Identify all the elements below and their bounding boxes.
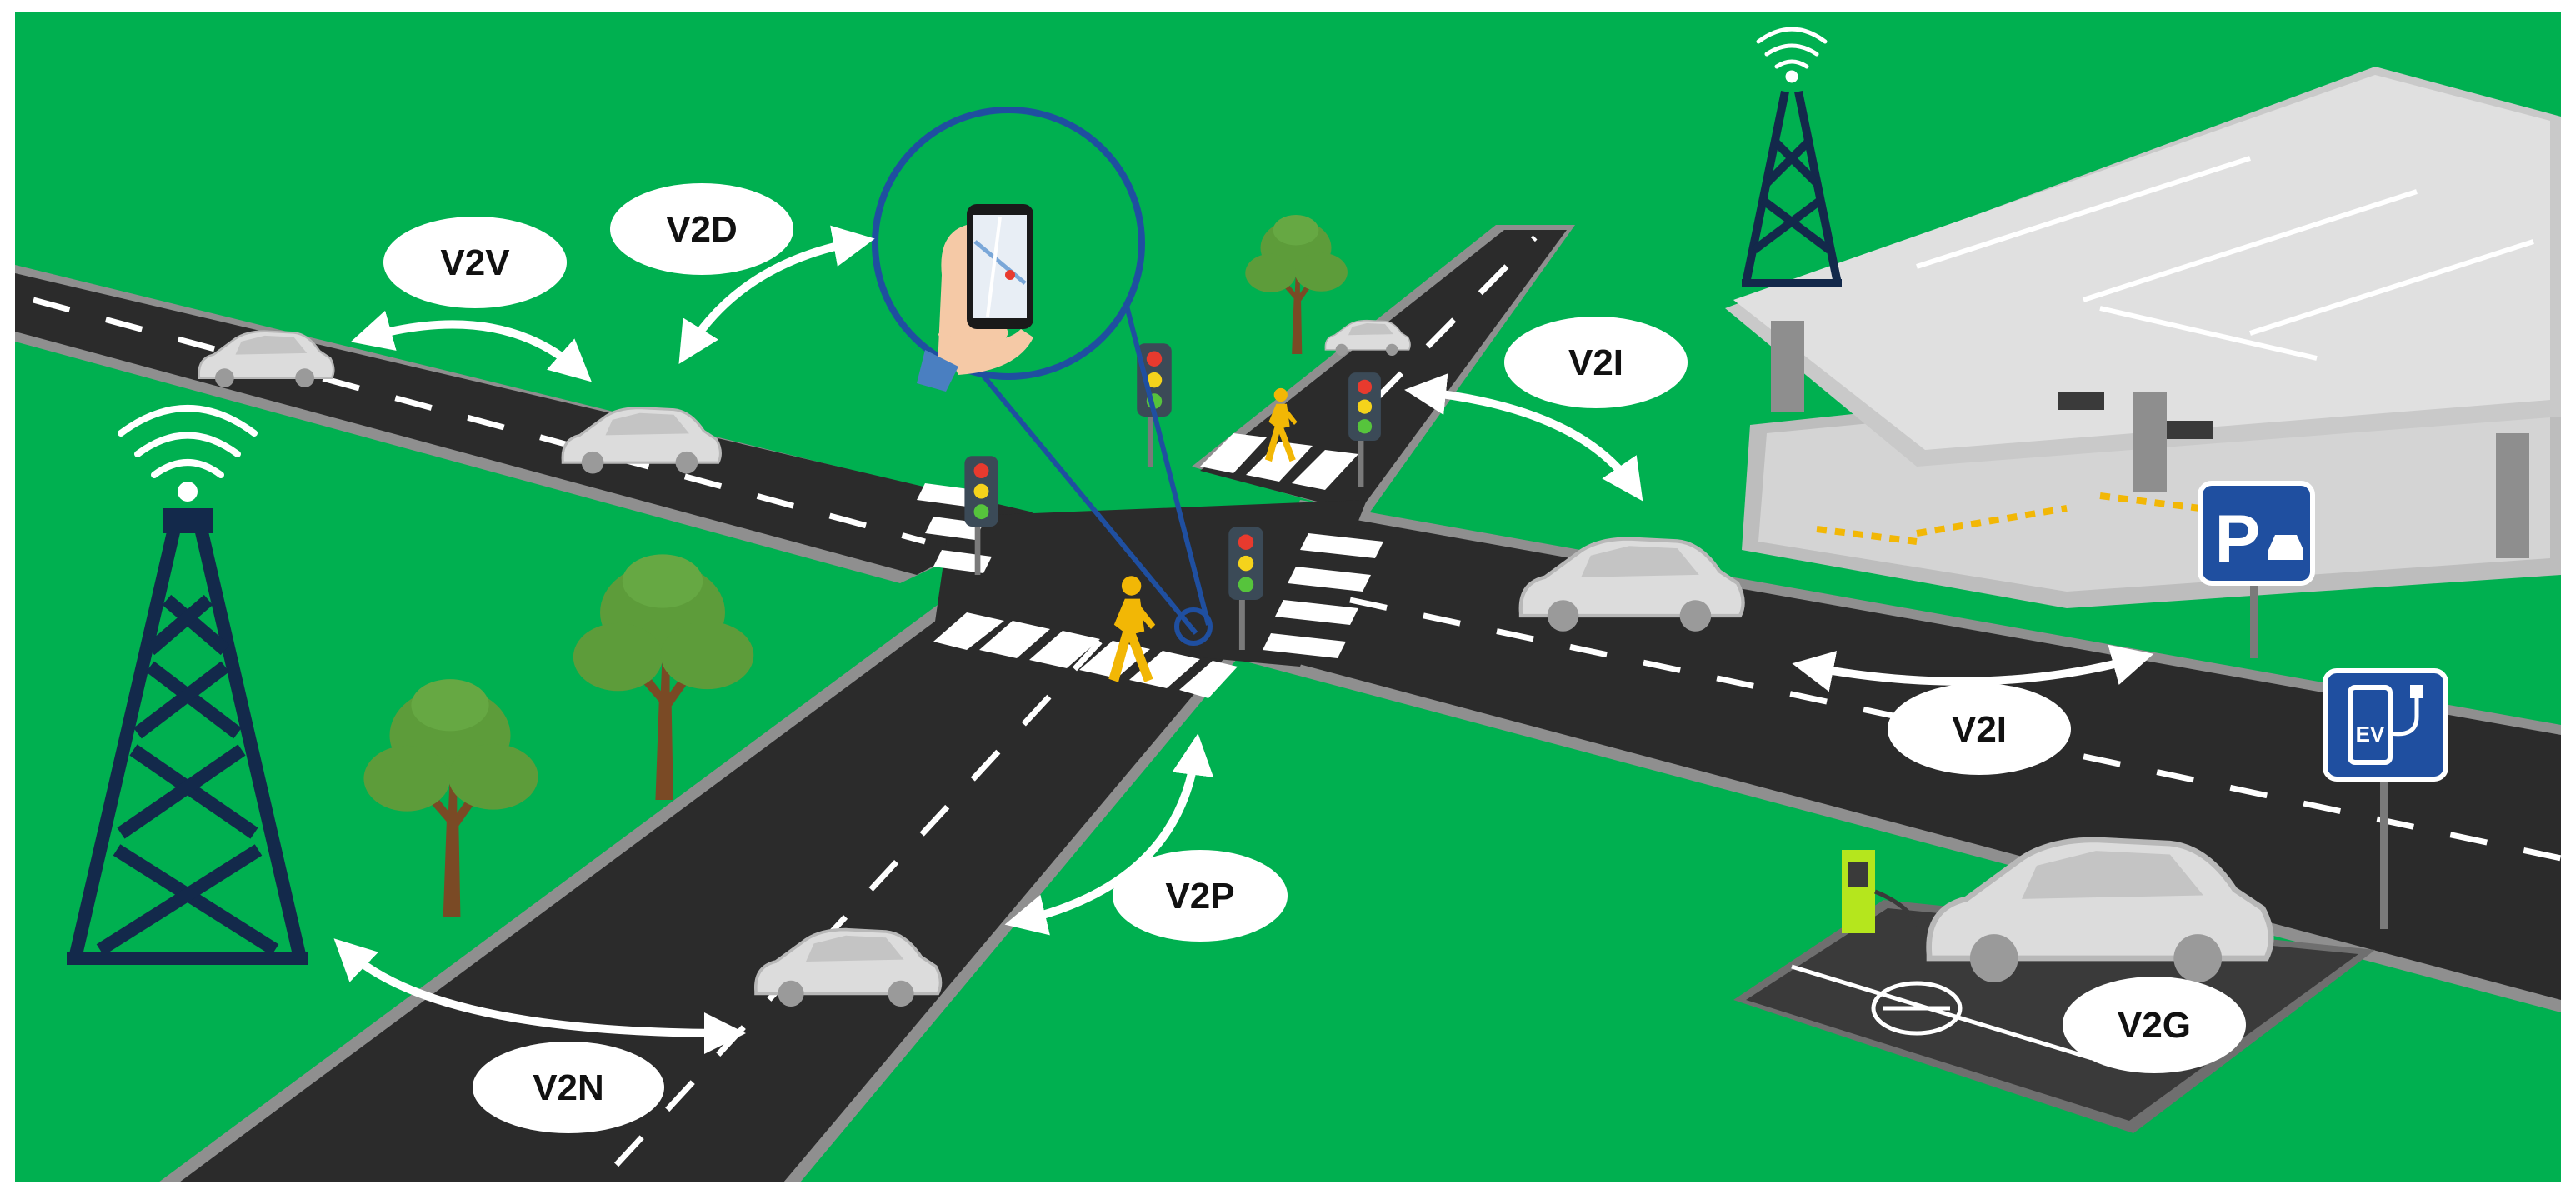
- road-right: [1246, 510, 2561, 1000]
- smartphone-magnifier: [872, 107, 1213, 646]
- roof-markings: [1916, 156, 2534, 361]
- parking-sign-icon: P: [2198, 481, 2315, 658]
- cell-tower-top: [163, 508, 213, 533]
- charging-bay-logo: [1871, 981, 1963, 1036]
- cell-tower-icon: [67, 523, 308, 965]
- garage-display: [2058, 392, 2104, 410]
- smartphone-icon: [917, 204, 1033, 392]
- label-v2v-text: V2V: [440, 242, 510, 283]
- arrow-v2i-bottom: [1792, 644, 2154, 692]
- charging-station-icon: [1842, 850, 1928, 942]
- arrow-v2v: [350, 310, 592, 382]
- garage-pillar: [2133, 392, 2167, 492]
- garage-display: [2167, 421, 2213, 439]
- label-v2i-top-text: V2I: [1568, 342, 1623, 383]
- wifi-icon: [118, 405, 258, 502]
- arrow-v2i-top: [1404, 373, 1643, 502]
- label-v2n-text: V2N: [533, 1067, 604, 1108]
- parking-sign-letter: P: [2215, 502, 2261, 577]
- label-v2i-bottom: V2I: [1888, 683, 2071, 775]
- label-v2n: V2N: [473, 1042, 664, 1133]
- label-v2v: V2V: [383, 217, 567, 308]
- garage-roof-top: [1733, 75, 2550, 450]
- cell-tower-icon: [1742, 90, 1842, 287]
- label-v2p-text: V2P: [1165, 876, 1234, 917]
- label-v2i-bottom-text: V2I: [1952, 709, 2007, 750]
- wifi-icon: [1756, 27, 1828, 83]
- garage-pillar: [1771, 321, 1804, 412]
- arrow-v2n: [333, 938, 746, 1054]
- arrow-v2d: [678, 225, 875, 365]
- parking-garage: [1725, 67, 2561, 608]
- ev-sign-text: EV: [2356, 722, 2385, 747]
- road-top: [1200, 230, 1567, 512]
- label-v2g: V2G: [2063, 977, 2246, 1073]
- boom-barrier: [1916, 505, 2068, 537]
- arrow-v2p: [1004, 733, 1214, 936]
- ev-charging-sign-icon: EV: [2323, 668, 2448, 929]
- label-v2p: V2P: [1113, 850, 1288, 942]
- label-v2d-text: V2D: [666, 209, 738, 250]
- label-v2d: V2D: [610, 183, 793, 275]
- garage-pillar: [2496, 433, 2529, 558]
- communication-arrows: [333, 225, 2154, 1054]
- label-v2g-text: V2G: [2118, 1005, 2191, 1046]
- label-v2i-top: V2I: [1504, 317, 1688, 408]
